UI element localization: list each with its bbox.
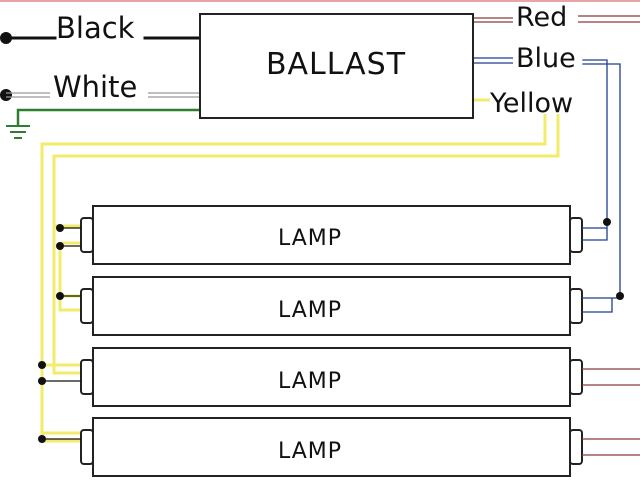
junction-dot: [603, 218, 611, 226]
lamp-4: LAMP: [80, 417, 583, 477]
lamp-end-cap-left: [80, 217, 94, 253]
yellow-wire: [40, 98, 560, 443]
lamp-end-cap-right: [569, 217, 583, 253]
ground-wire: [16, 108, 202, 126]
lamp-1: LAMP: [80, 205, 583, 265]
ballast-label: BALLAST: [266, 47, 406, 82]
lamp-end-cap-left: [80, 359, 94, 395]
lamp-3: LAMP: [80, 347, 583, 407]
red-wire-label: Red: [516, 2, 567, 33]
blue-wire-riser-1: [582, 59, 608, 223]
ballast-box: [199, 13, 474, 119]
white-wire-terminal: [0, 89, 12, 101]
yellow-wire-label: Yellow: [489, 88, 573, 119]
blue-wire-riser-2: [582, 63, 621, 297]
red-wire-lamp-leads: [582, 368, 640, 456]
blue-wire-lamp-connections: [582, 222, 621, 313]
ground-symbol-icon: [6, 125, 30, 139]
lamp-label: LAMP: [278, 439, 342, 464]
white-wire-label: White: [53, 70, 137, 104]
lamp-end-cap-right: [569, 288, 583, 324]
lamp-end-cap-left: [80, 429, 94, 465]
lamp-2: LAMP: [80, 276, 583, 336]
lamp-end-cap-right: [569, 429, 583, 465]
lamp-end-cap-right: [569, 359, 583, 395]
lamp-tube: [92, 205, 571, 265]
lamp-end-cap-left: [80, 288, 94, 324]
lamp-label: LAMP: [278, 298, 342, 323]
lamp-label: LAMP: [278, 369, 342, 394]
junction-dot: [38, 361, 46, 369]
lamp-tube: [92, 347, 571, 407]
blue-wire-label: Blue: [516, 43, 576, 74]
black-wire-label: Black: [56, 11, 135, 45]
junction-dot: [616, 292, 624, 300]
lamp-label: LAMP: [278, 226, 342, 251]
lamp-left-leads: [42, 227, 81, 440]
